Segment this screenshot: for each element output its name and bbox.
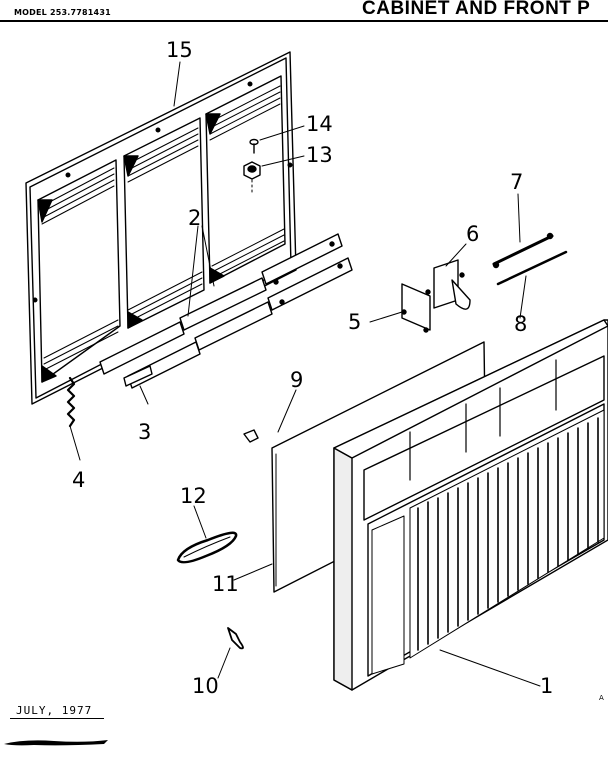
date-underline: [10, 718, 104, 719]
leader-lines: [69, 61, 541, 687]
callout-1: 1: [540, 674, 554, 698]
callout-6: 6: [466, 222, 480, 246]
part-9-clip: [243, 429, 259, 443]
callout-5: 5: [348, 310, 362, 334]
part-13-nut: [243, 161, 261, 180]
part-1-front-cabinet: [333, 319, 608, 691]
part-8-rod: [496, 250, 568, 286]
part-6-bracket: [433, 259, 471, 310]
ink-smudge: [4, 740, 108, 746]
part-4-spring-clip: [66, 376, 76, 428]
part-12-gasket: [176, 531, 238, 564]
corner-mark: A: [599, 694, 604, 702]
callout-2: 2: [188, 206, 202, 230]
callout-11: 11: [212, 572, 239, 596]
callout-9: 9: [290, 368, 304, 392]
callout-7: 7: [510, 170, 524, 194]
page-title: CABINET AND FRONT P: [362, 0, 591, 19]
callout-12: 12: [180, 484, 207, 508]
part-14-screw: [249, 138, 259, 154]
callout-14: 14: [306, 112, 333, 136]
model-number: MODEL 253.7781431: [14, 8, 111, 17]
callout-13: 13: [306, 143, 333, 167]
part-3-clip: [123, 365, 153, 387]
callout-3: 3: [138, 420, 152, 444]
callout-4: 4: [72, 468, 86, 492]
part-15-rear-grille: [25, 51, 297, 405]
callout-10: 10: [192, 674, 219, 698]
header-rule: [0, 20, 608, 22]
part-5-bracket: [401, 283, 431, 333]
callout-15: 15: [166, 38, 193, 62]
callout-8: 8: [514, 312, 528, 336]
publication-date: JULY, 1977: [16, 704, 93, 717]
part-7-rod: [492, 232, 554, 269]
part-10-clip: [227, 627, 244, 650]
